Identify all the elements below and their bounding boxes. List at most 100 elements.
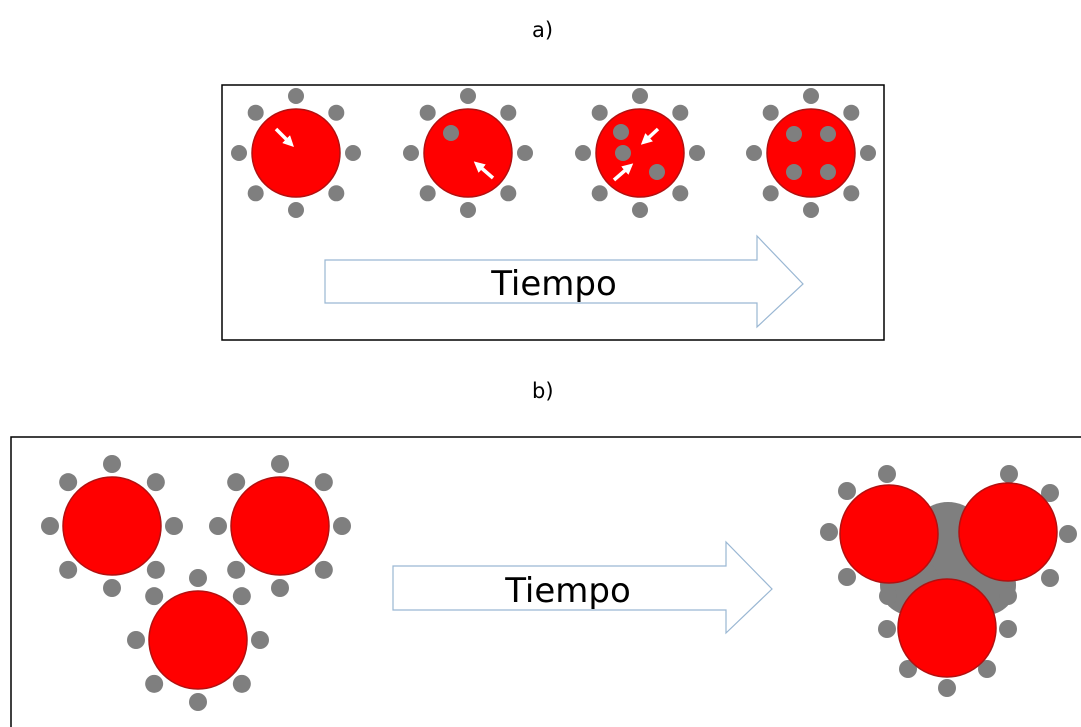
particle [762, 185, 779, 202]
droplet [839, 484, 939, 584]
particle [978, 660, 996, 678]
particle [288, 202, 304, 218]
particle [762, 104, 779, 121]
particle [803, 202, 819, 218]
particle [345, 145, 361, 161]
particle [632, 202, 648, 218]
particle [189, 693, 207, 711]
particle [145, 674, 164, 693]
particle [403, 145, 419, 161]
particle [575, 145, 591, 161]
particle [419, 104, 436, 121]
droplet [230, 476, 330, 576]
particle [786, 164, 802, 180]
panel-a-arrow-text: Tiempo [490, 264, 617, 304]
particle [803, 88, 819, 104]
particle [878, 620, 896, 638]
particle [843, 104, 860, 121]
particle [314, 560, 333, 579]
particle [328, 185, 345, 202]
particle [443, 125, 459, 141]
particle [271, 579, 289, 597]
particle [189, 569, 207, 587]
particle [251, 631, 269, 649]
particle [820, 164, 836, 180]
particle [419, 185, 436, 202]
particle [288, 88, 304, 104]
panel-b-arrow-text: Tiempo [504, 571, 631, 611]
particle [460, 202, 476, 218]
particle [59, 473, 78, 492]
inward-arrow [612, 163, 634, 182]
panel-b-frame [10, 436, 1081, 727]
particle [838, 482, 856, 500]
particle [146, 560, 165, 579]
particle [860, 145, 876, 161]
particle [231, 145, 247, 161]
particle [328, 104, 345, 121]
particle [838, 568, 856, 586]
particle [232, 587, 251, 606]
particle [209, 517, 227, 535]
particle [1041, 484, 1059, 502]
droplet [423, 108, 513, 198]
particle [649, 164, 665, 180]
droplet [148, 590, 248, 690]
particle [333, 517, 351, 535]
inward-arrow [473, 161, 495, 180]
particle [500, 185, 517, 202]
particle [672, 185, 689, 202]
particle [127, 631, 145, 649]
particle [999, 620, 1017, 638]
particle [41, 517, 59, 535]
panel-a-label: a) [532, 18, 554, 42]
particle [746, 145, 762, 161]
inward-arrow [274, 127, 294, 147]
droplet [62, 476, 162, 576]
particle [820, 523, 838, 541]
particle [632, 88, 648, 104]
droplet [251, 108, 341, 198]
particle [613, 124, 629, 140]
particle [165, 517, 183, 535]
particle [878, 465, 896, 483]
particle [232, 674, 251, 693]
particle [314, 473, 333, 492]
particle [879, 587, 897, 605]
inward-arrow [640, 127, 660, 145]
particle [247, 104, 264, 121]
particle [517, 145, 533, 161]
panel-a-time-arrow [324, 234, 804, 329]
particle [247, 185, 264, 202]
droplet [766, 108, 856, 198]
panel-a-frame [221, 84, 885, 341]
particle [938, 679, 956, 697]
particle [786, 126, 802, 142]
particle [820, 126, 836, 142]
particle [899, 660, 917, 678]
particle [59, 560, 78, 579]
particle [1059, 525, 1077, 543]
particle [615, 145, 631, 161]
particle [1041, 569, 1059, 587]
particle [145, 587, 164, 606]
droplet [595, 108, 685, 198]
particle [227, 560, 246, 579]
particle [146, 473, 165, 492]
particle [999, 587, 1017, 605]
particle [500, 104, 517, 121]
particle [271, 455, 289, 473]
particle [1000, 465, 1018, 483]
particle [591, 104, 608, 121]
particle [227, 473, 246, 492]
panel-b-label: b) [532, 379, 554, 403]
droplet [958, 482, 1058, 582]
particle [843, 185, 860, 202]
droplet [897, 578, 997, 678]
panel-b-time-arrow [392, 540, 773, 635]
particle [103, 455, 121, 473]
particle [689, 145, 705, 161]
particle [460, 88, 476, 104]
particle [591, 185, 608, 202]
